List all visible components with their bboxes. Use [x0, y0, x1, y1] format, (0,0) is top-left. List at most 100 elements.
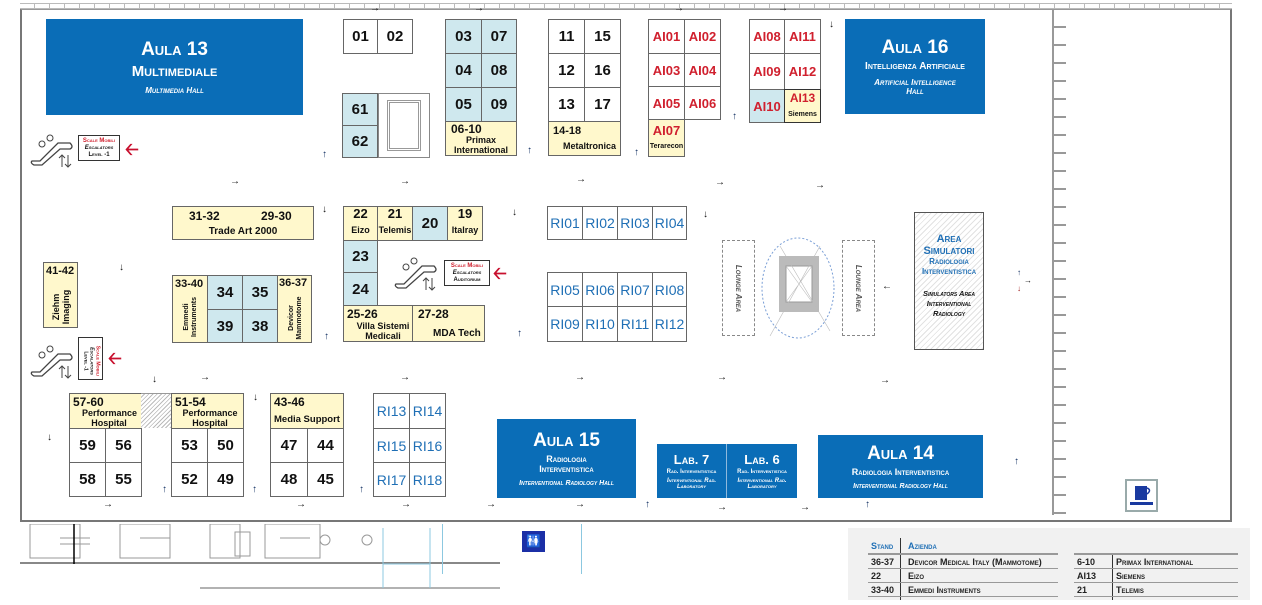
stand-ri11[interactable]: RI11	[617, 306, 653, 342]
stand-59[interactable]: 59	[69, 428, 106, 463]
stand-ri02[interactable]: RI02	[582, 206, 618, 240]
stand-ri07[interactable]: RI07	[617, 272, 653, 307]
stand-53[interactable]: 53	[171, 428, 208, 463]
stand-61[interactable]: 61	[342, 93, 378, 126]
stand-48[interactable]: 48	[270, 462, 308, 497]
arrow-down-icon	[47, 433, 52, 443]
stand-02[interactable]: 02	[377, 19, 413, 54]
lounge-area-left[interactable]: Lounge Area	[722, 240, 755, 336]
stand-ai10[interactable]: AI10	[749, 89, 785, 123]
stand-05[interactable]: 05	[445, 87, 482, 122]
stand-50[interactable]: 50	[207, 428, 244, 463]
hall-subtitle: Multimediale	[131, 63, 218, 80]
stand-16[interactable]: 16	[584, 53, 621, 88]
stand-ri08[interactable]: RI08	[652, 272, 687, 307]
stand-38[interactable]: 38	[242, 309, 278, 343]
stand-23[interactable]: 23	[343, 240, 378, 273]
stand-group-14-18[interactable]: 14-18 Metaltronica	[548, 121, 621, 156]
aula-16[interactable]: Aula 16 Intelligenza Artificiale Artific…	[845, 19, 985, 114]
restroom-icon[interactable]: 🚻	[522, 531, 545, 552]
hall-subtitle: Intelligenza Artificiale	[865, 61, 965, 72]
stand-45[interactable]: 45	[307, 462, 344, 497]
stand-ai11[interactable]: AI11	[784, 19, 821, 54]
stand-ri06[interactable]: RI06	[582, 272, 618, 307]
stand-ai07[interactable]: AI07 Terarecon	[648, 119, 685, 157]
stand-34[interactable]: 34	[207, 275, 243, 310]
stand-03[interactable]: 03	[445, 19, 482, 54]
stand-55[interactable]: 55	[105, 462, 142, 497]
stand-ri09[interactable]: RI09	[547, 306, 583, 342]
stand-ri16[interactable]: RI16	[409, 428, 446, 463]
stand-07[interactable]: 07	[481, 19, 517, 54]
stand-20[interactable]: 20	[412, 206, 448, 241]
stand-group-25-26[interactable]: 25-26 Villa Sistemi Medicali	[343, 305, 413, 342]
stand-ri15[interactable]: RI15	[373, 428, 410, 463]
stand-group-06-10[interactable]: 06-10 Primax International	[445, 121, 517, 156]
stand-group-51-54[interactable]: 51-54 Performance Hospital	[171, 393, 244, 429]
stand-ri05[interactable]: RI05	[547, 272, 583, 307]
stand-ri17[interactable]: RI17	[373, 462, 410, 497]
stand-ai08[interactable]: AI08	[749, 19, 785, 54]
stand-24[interactable]: 24	[343, 272, 378, 306]
stand-ai12[interactable]: AI12	[784, 53, 821, 90]
stand-ai13[interactable]: AI13 Siemens	[784, 89, 821, 123]
stand-group-29-32[interactable]: 31-32 29-30 Trade Art 2000	[172, 206, 314, 240]
stand-group-33-40[interactable]: 33-40 Emmedi Instruments	[172, 275, 208, 343]
stand-15[interactable]: 15	[584, 19, 621, 54]
stand-62[interactable]: 62	[342, 125, 378, 158]
aula-13[interactable]: Aula 13 Multimediale Multimedia Hall	[46, 19, 303, 115]
lab-7[interactable]: Lab. 7 Rad. Interventistica Intervention…	[657, 444, 727, 498]
aula-15[interactable]: Aula 15 Radiologia Interventistica Inter…	[497, 419, 636, 498]
stand-ri10[interactable]: RI10	[582, 306, 618, 342]
stand-ai04[interactable]: AI04	[684, 53, 721, 87]
stand-19[interactable]: 19 Italray	[447, 206, 483, 241]
stand-13[interactable]: 13	[548, 87, 585, 122]
lab-6[interactable]: Lab. 6 Rad. Interventistica Intervention…	[727, 444, 797, 498]
stand-ai05[interactable]: AI05	[648, 86, 685, 120]
stand-ai06[interactable]: AI06	[684, 86, 721, 120]
stand-number: 43-46	[274, 395, 305, 409]
stand-ai01[interactable]: AI01	[648, 19, 685, 54]
legend-stand: 21	[1077, 585, 1088, 595]
stand-group-57-60[interactable]: 57-60 Performance Hospital	[69, 393, 142, 429]
hall-outline	[20, 9, 1232, 522]
stand-21[interactable]: 21 Telemis	[377, 206, 413, 241]
simulators-area[interactable]: Area Simulatori Radiologia Interventisti…	[914, 212, 984, 350]
stand-ai02[interactable]: AI02	[684, 19, 721, 54]
stand-22[interactable]: 22 Eizo	[343, 206, 378, 241]
stand-ri01[interactable]: RI01	[547, 206, 583, 240]
stand-ri18[interactable]: RI18	[409, 462, 446, 497]
escalator-icon	[30, 133, 76, 169]
stand-01[interactable]: 01	[343, 19, 378, 54]
stand-11[interactable]: 11	[548, 19, 585, 54]
stand-49[interactable]: 49	[207, 462, 244, 497]
stand-group-41-42[interactable]: 41-42 Ziehm Imaging	[43, 262, 78, 328]
stand-08[interactable]: 08	[481, 53, 517, 88]
stand-ri14[interactable]: RI14	[409, 393, 446, 429]
stand-group-27-28[interactable]: 27-28 MDA Tech	[412, 305, 485, 342]
stand-ai03[interactable]: AI03	[648, 53, 685, 87]
stand-ri13[interactable]: RI13	[373, 393, 410, 429]
stand-12[interactable]: 12	[548, 53, 585, 88]
aula-14[interactable]: Aula 14 Radiologia Interventistica Inter…	[818, 435, 983, 498]
stand-ri03[interactable]: RI03	[617, 206, 653, 240]
lounge-area-right[interactable]: Lounge Area	[842, 240, 875, 336]
stand-ai09[interactable]: AI09	[749, 53, 785, 90]
stand-17[interactable]: 17	[584, 87, 621, 122]
stand-47[interactable]: 47	[270, 428, 308, 463]
stand-52[interactable]: 52	[171, 462, 208, 497]
stand-ri04[interactable]: RI04	[652, 206, 687, 240]
stand-09[interactable]: 09	[481, 87, 517, 122]
stand-39[interactable]: 39	[207, 309, 243, 343]
coffee-bar-icon[interactable]	[1125, 479, 1158, 512]
stand-group-36-37[interactable]: 36-37 Devicor Mammotome	[277, 275, 312, 343]
arrow-right-icon	[370, 4, 380, 14]
stand-56[interactable]: 56	[105, 428, 142, 463]
arrow-right-icon	[400, 177, 410, 187]
stand-group-43-46[interactable]: 43-46 Media Support	[270, 393, 344, 429]
stand-58[interactable]: 58	[69, 462, 106, 497]
stand-04[interactable]: 04	[445, 53, 482, 88]
stand-ri12[interactable]: RI12	[652, 306, 687, 342]
stand-44[interactable]: 44	[307, 428, 344, 463]
stand-35[interactable]: 35	[242, 275, 278, 310]
